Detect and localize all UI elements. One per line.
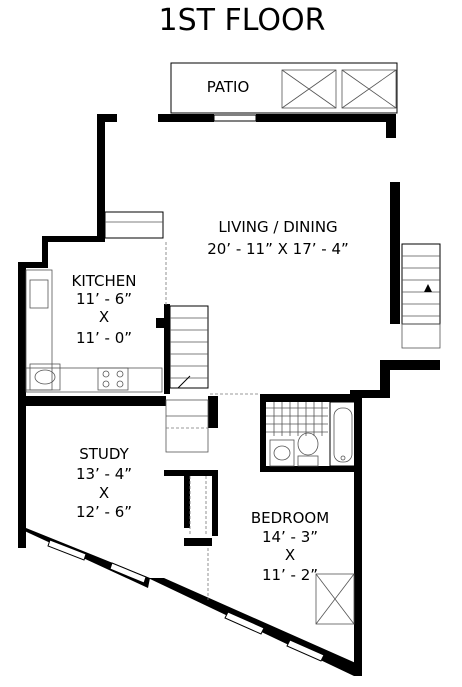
floor-title: 1ST FLOOR (159, 3, 326, 38)
living-dining-dimensions: 20’ - 11” X 17’ - 4” (207, 240, 349, 258)
bedroom-x: X (285, 546, 295, 564)
kitchen-dim-2: 11’ - 0” (76, 329, 132, 347)
diagonal-walls (18, 528, 362, 676)
bedroom-closet (315, 573, 355, 625)
patio: PATIO (170, 62, 398, 114)
bedroom-label: BEDROOM (251, 509, 329, 527)
room-labels: LIVING / DINING 20’ - 11” X 17’ - 4” KIT… (72, 218, 349, 584)
walls (18, 114, 440, 664)
kitchen-label: KITCHEN (72, 272, 137, 290)
study-x: X (99, 484, 109, 502)
right-stairs (401, 243, 441, 349)
study-label: STUDY (79, 445, 129, 463)
kitchen-x: X (99, 308, 109, 326)
main-stairs (169, 305, 209, 389)
study-dim-2: 12’ - 6” (76, 503, 132, 521)
bedroom-dim-2: 11’ - 2” (262, 566, 318, 584)
kitchen-dim-1: 11’ - 6” (76, 290, 132, 308)
stair-landing (165, 399, 209, 453)
bath-tiles (266, 402, 328, 436)
study-dim-1: 13’ - 4” (76, 465, 132, 483)
study-closet (189, 476, 207, 536)
living-window (391, 189, 399, 231)
bedroom-dim-1: 14’ - 3” (262, 528, 318, 546)
kitchen-fixtures (25, 269, 163, 393)
patio-label: PATIO (207, 78, 250, 96)
bathroom-fixtures (266, 401, 357, 467)
dashed-openings (165, 242, 260, 600)
living-dining-label: LIVING / DINING (218, 218, 337, 236)
